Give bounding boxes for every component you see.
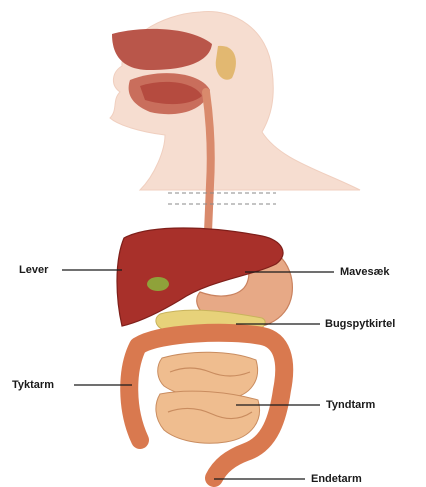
- label-mavesaek: Mavesæk: [340, 266, 390, 279]
- label-lever: Lever: [19, 264, 48, 277]
- label-bugspytkirtel: Bugspytkirtel: [325, 318, 395, 331]
- small-intestine: [156, 352, 260, 443]
- gallbladder: [147, 277, 169, 291]
- label-endetarm: Endetarm: [311, 473, 362, 486]
- label-tyndtarm: Tyndtarm: [326, 399, 375, 412]
- head-silhouette: [110, 12, 360, 190]
- label-tyktarm: Tyktarm: [12, 379, 54, 392]
- small-intestine-lower: [156, 391, 260, 443]
